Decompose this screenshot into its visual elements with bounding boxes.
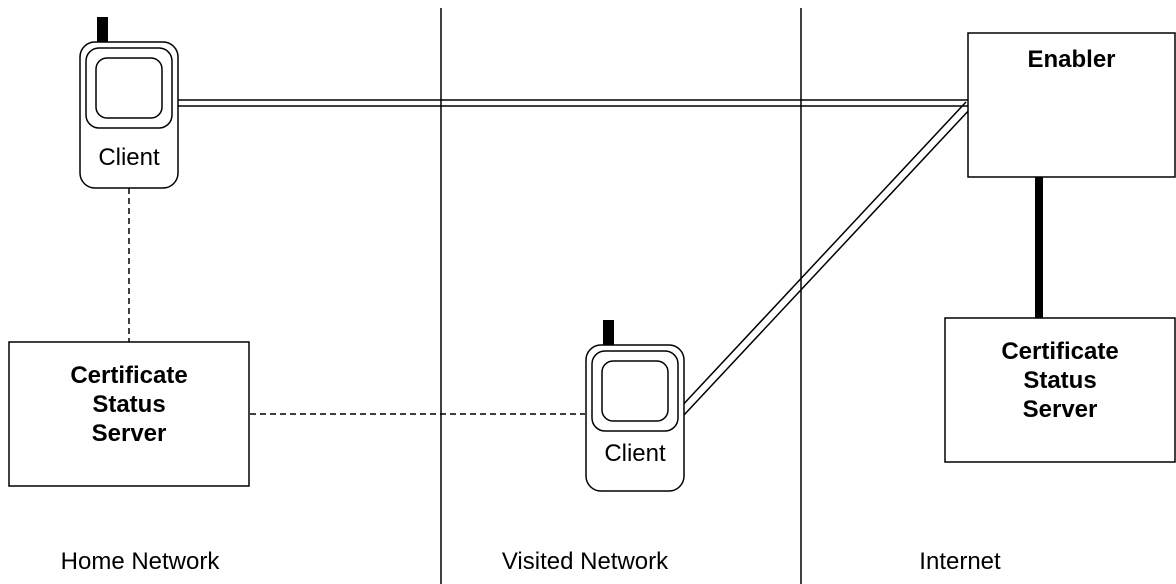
home-cert-server-label: Certificate Status Server [9,362,249,448]
internet-cert-server-line-1: Certificate [1001,338,1119,365]
internet-cert-server-box[interactable] [944,317,1176,463]
home-client-label: Client [98,144,160,171]
home-network-label: Home Network [60,548,220,575]
internet-cert-server-line-2: Status [1023,366,1097,394]
home-cert-server-line-1: Certificate [70,362,188,389]
visited-client-label: Client [604,440,666,467]
connection-home-client-enabler [178,99,968,107]
visited-network-label: Visited Network [501,548,669,575]
visited-client-phone-icon[interactable] [585,320,685,492]
enabler-box[interactable] [967,32,1176,178]
internet-cert-server-label: Certificate Status Server [945,338,1175,424]
internet-cert-server-line-3: Server [1022,395,1098,423]
home-cert-server-line-2: Status [92,390,166,418]
connection-visited-client-enabler [678,101,972,416]
enabler-label: Enabler [1027,46,1116,73]
home-client-phone-icon[interactable] [79,17,179,189]
home-cert-server-box[interactable] [8,341,250,487]
home-cert-server-line-3: Server [91,419,167,447]
internet-label: Internet [919,548,1001,575]
